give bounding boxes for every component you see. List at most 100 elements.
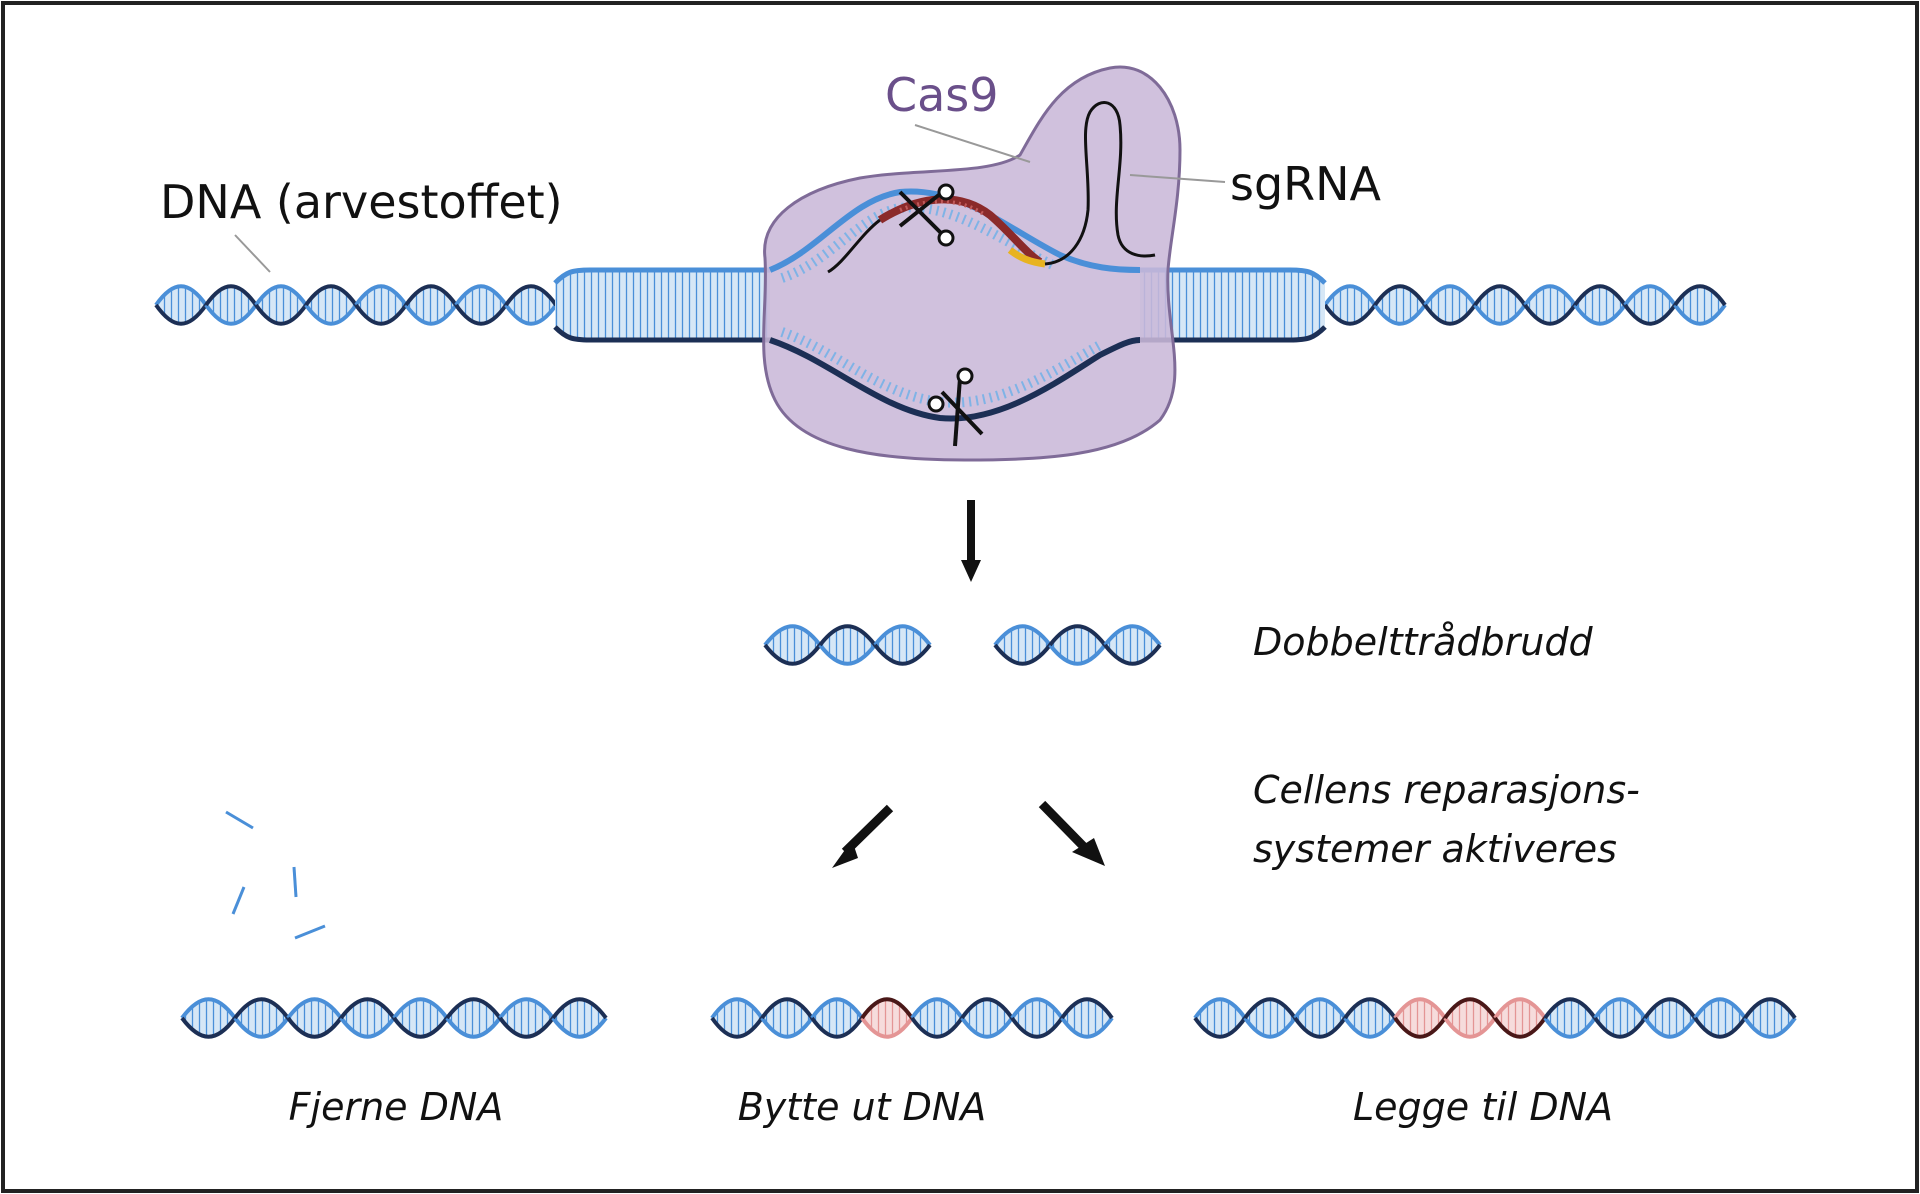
strand [810,997,864,1020]
dna-break-left [763,624,932,666]
strand [810,1016,864,1039]
strand [1343,997,1397,1020]
base-pairs [875,626,930,664]
dna-helix-added [1193,997,1797,1039]
strand [154,284,208,307]
scissors-icon [927,367,984,447]
strand [254,284,308,307]
strand [233,997,290,1020]
strand [1103,624,1162,647]
strand [1523,303,1577,326]
strand [504,284,558,307]
strand [873,643,932,666]
strand [1373,284,1427,307]
strand [392,997,449,1020]
unwound-dna-left [553,267,770,343]
strand [1643,1016,1697,1039]
strand [1643,997,1697,1020]
strand [710,1016,764,1039]
base-pairs [1345,999,1395,1037]
strand [286,997,343,1020]
strand [354,303,408,326]
strand [339,1016,396,1039]
strand [1593,997,1647,1020]
base-pairs [1050,626,1105,664]
strand [860,997,914,1020]
base-pairs [1375,286,1425,324]
strand [993,643,1052,666]
base-pairs [1325,286,1375,324]
strand [498,1016,555,1039]
base-pairs [1675,286,1725,324]
strand [1393,997,1447,1020]
strand [1523,284,1577,307]
strand [1193,1016,1247,1039]
strand [1473,284,1527,307]
strand [180,1016,237,1039]
base-pairs [1525,286,1575,324]
strand [1323,303,1377,326]
base-pairs [356,286,406,324]
strand [551,1016,608,1039]
strand [551,997,608,1020]
base-pairs [762,999,812,1037]
base-pairs [1295,999,1345,1037]
strand [180,997,237,1020]
strand [873,624,932,647]
strand [339,997,396,1020]
strand [1593,1016,1647,1039]
base-pairs [1195,999,1245,1037]
strand [454,303,508,326]
base-pairs [812,999,862,1037]
strand [1010,1016,1064,1039]
strand [304,284,358,307]
strand [1443,997,1497,1020]
dna-helix-left [154,284,558,326]
base-pairs [1445,999,1495,1037]
repair-label-line2: systemer aktiveres [1253,827,1617,871]
strand [818,624,877,647]
sgrna-label: sgRNA [1230,157,1382,211]
strand [1323,284,1377,307]
dna-break-right [993,624,1162,666]
strand [1743,997,1797,1020]
base-pairs [206,286,256,324]
remove-dna-label: Fjerne DNA [289,1085,504,1129]
strand [960,1016,1014,1039]
strand [154,303,208,326]
cas9-protein [762,65,1182,462]
strand [404,284,458,307]
base-pairs [156,286,206,324]
strand [204,303,258,326]
strand [404,303,458,326]
repair-label-line1: Cellens reparasjons- [1253,768,1640,812]
strand [1193,997,1247,1020]
strand [498,997,555,1020]
base-pairs [1105,626,1160,664]
sgrna-leader-line [1129,174,1226,183]
base-pairs [1495,999,1545,1037]
base-pairs [1012,999,1062,1037]
base-pairs [1245,999,1295,1037]
double-strand-break-label: Dobbelttrådbrudd [1253,620,1593,664]
arrow-left-down-icon [832,804,894,868]
base-pairs [182,999,235,1037]
base-pairs [553,999,606,1037]
base-pairs [456,286,506,324]
base-pairs [500,999,553,1037]
base-pairs [406,286,456,324]
add-dna-label: Legge til DNA [1353,1085,1613,1129]
strand [1493,997,1547,1020]
scissors-icon [898,183,955,247]
strand [445,1016,502,1039]
strand [1373,303,1427,326]
strand [910,997,964,1020]
cas9-leader-line [914,124,1031,163]
strand [1103,643,1162,666]
strand [1543,1016,1597,1039]
base-pairs [1575,286,1625,324]
base-pairs [1395,999,1445,1037]
